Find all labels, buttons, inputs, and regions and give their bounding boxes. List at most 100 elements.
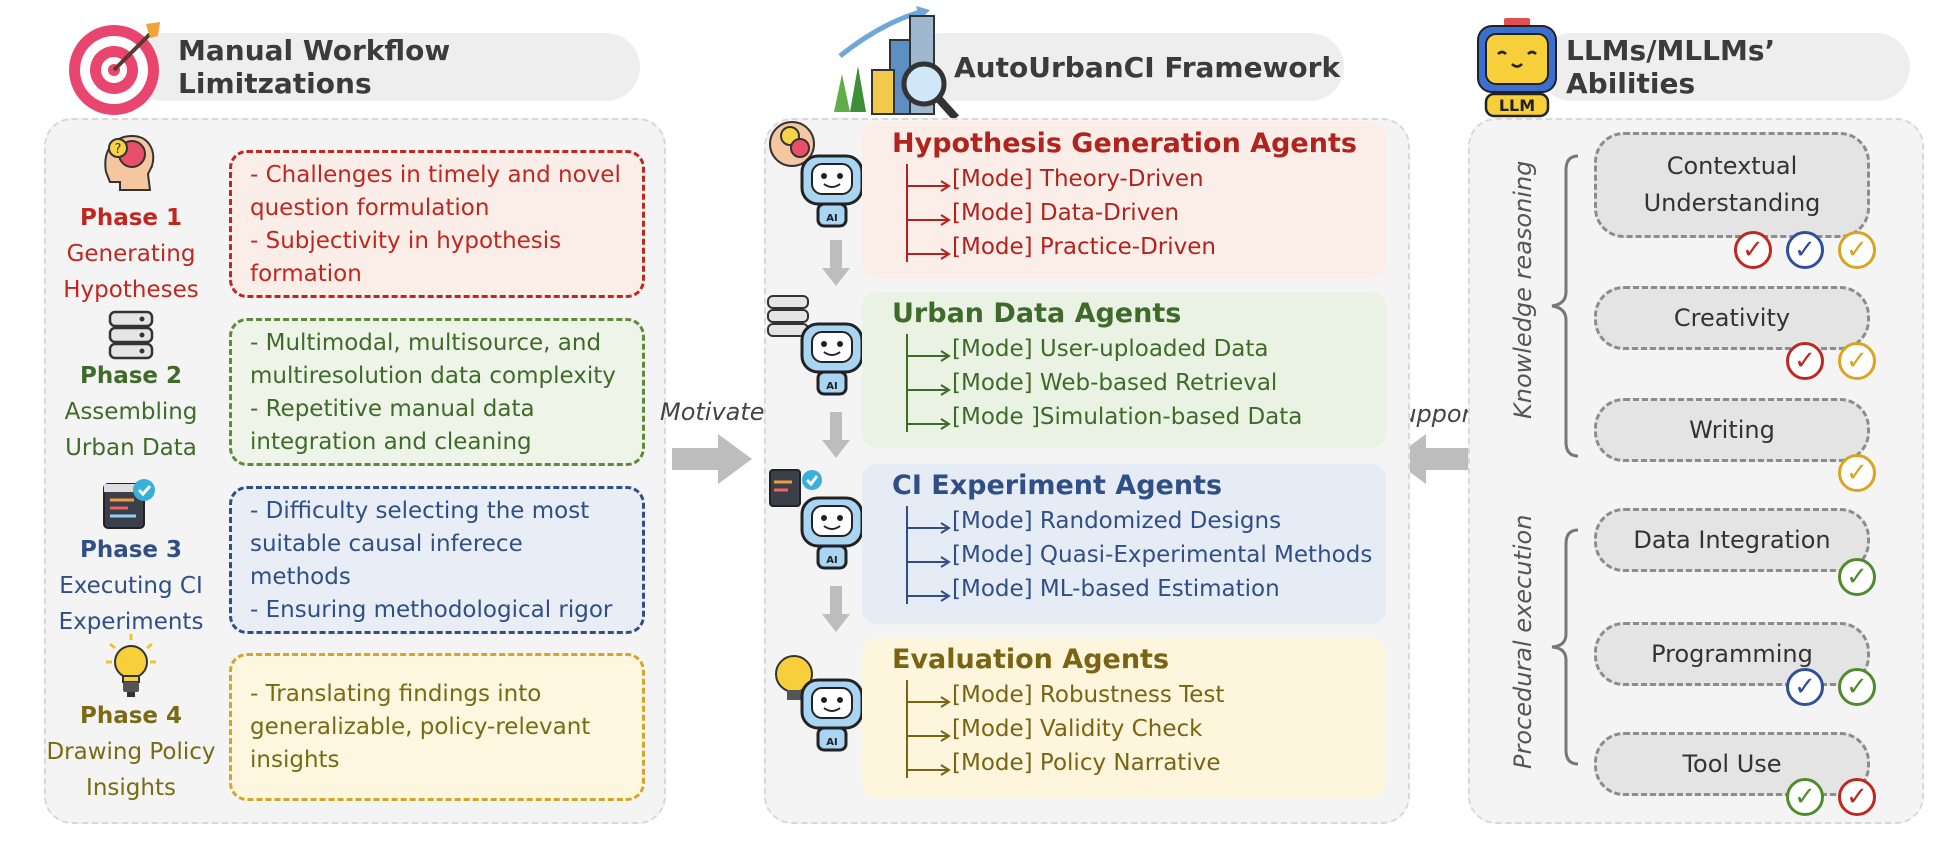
phase4-title: Phase 4 Drawing Policy Insights	[31, 698, 231, 806]
ability-tool-use: Tool Use	[1594, 732, 1870, 796]
svg-text:?: ?	[115, 142, 122, 157]
robot-code-icon: AI	[769, 469, 864, 570]
ability-label: Creativity	[1673, 303, 1791, 332]
left-header: Manual Workflow Limitzations	[130, 33, 640, 101]
phase3-issue-line: - Difficulty selecting the most	[250, 498, 590, 524]
ability-label: Writing	[1689, 415, 1775, 444]
code-window-icon	[103, 479, 155, 529]
brace	[1551, 528, 1579, 766]
mode-item: [Mode] Web-based Retrieval	[952, 370, 1278, 396]
agent-title: Urban Data Agents	[892, 298, 1182, 329]
mode-item: [Mode] Theory-Driven	[952, 166, 1204, 192]
svg-text:AI: AI	[826, 213, 837, 224]
llm-logo-text: LLM	[1498, 96, 1536, 115]
target-icon	[69, 22, 160, 115]
middle-header-title: AutoUrbanCI Framework	[954, 50, 1341, 84]
agent-title: Evaluation Agents	[892, 644, 1170, 675]
phase4-issues: - Translating findings into generalizabl…	[229, 653, 645, 801]
check-icon: ✓	[1838, 231, 1876, 269]
phase4-issue-line: generalizable, policy-relevant	[250, 714, 591, 740]
phase2-issue-line: - Multimodal, multisource, and	[250, 330, 602, 356]
head-idea-icon: ?	[104, 134, 155, 191]
mode-item: [Mode] User-uploaded Data	[952, 336, 1269, 362]
ability-programming: Programming	[1594, 622, 1870, 686]
check-icon: ✓	[1838, 668, 1876, 706]
phase4-line2: Insights	[86, 775, 176, 801]
phase1-issue-line: - Subjectivity in hypothesis	[250, 228, 562, 254]
phase3-issue-line: suitable causal inferece	[250, 531, 523, 557]
robot-lightbulb-icon: AI	[775, 655, 864, 752]
right-header-title: LLMs/MLLMs’ Abilities	[1566, 34, 1776, 100]
agent-box-evaluation: Evaluation Agents [Mode] Robustness Test…	[862, 638, 1386, 798]
phase4-line1: Drawing Policy	[46, 739, 216, 765]
ability-data-integration: Data Integration	[1594, 508, 1870, 572]
phase3-num: Phase 3	[79, 537, 183, 563]
check-icon: ✓	[1838, 778, 1876, 816]
check-icon: ✓	[1734, 231, 1772, 269]
agent-box-hypothesis: Hypothesis Generation Agents [Mode] Theo…	[862, 122, 1386, 278]
phase2-line1: Assembling	[64, 399, 198, 425]
phase1-issue-line: - Challenges in timely and novel	[250, 162, 621, 188]
phase1-line2: Hypotheses	[63, 277, 199, 303]
ability-label: Data Integration	[1633, 525, 1831, 554]
down-arrow	[822, 412, 850, 458]
phase2-line2: Urban Data	[65, 435, 197, 461]
svg-text:AI: AI	[826, 381, 837, 392]
motivate-label: Motivate	[660, 398, 765, 426]
ability-label: Tool Use	[1682, 749, 1782, 778]
motivate-arrow	[672, 434, 752, 484]
phase1-title: Phase 1 Generating Hypotheses	[31, 200, 231, 308]
group-label-procedural-execution: Procedural execution	[1509, 514, 1537, 769]
lightbulb-icon	[106, 634, 156, 697]
phase4-issue-line: - Translating findings into	[250, 681, 542, 707]
check-icon: ✓	[1838, 454, 1876, 492]
phase2-issue-line: integration and cleaning	[250, 429, 532, 455]
phase4-issue-line: insights	[250, 747, 340, 773]
down-arrow	[822, 586, 850, 632]
mode-item: [Mode] Practice-Driven	[952, 234, 1216, 260]
phase3-issues: - Difficulty selecting the most suitable…	[229, 486, 645, 634]
ability-label: Programming	[1651, 639, 1813, 668]
phase3-line2: Experiments	[58, 609, 204, 635]
city-search-icon	[834, 6, 959, 121]
mode-item: [Mode] Robustness Test	[952, 682, 1225, 708]
mode-item: [Mode] Validity Check	[952, 716, 1203, 742]
brace	[1551, 154, 1579, 458]
ability-label: Understanding	[1643, 189, 1821, 217]
agent-title: Hypothesis Generation Agents	[892, 128, 1357, 159]
agent-box-urban-data: Urban Data Agents [Mode] User-uploaded D…	[862, 292, 1386, 448]
tree-connector	[906, 506, 951, 604]
check-icon: ✓	[1838, 558, 1876, 596]
mode-item: [Mode] Randomized Designs	[952, 508, 1282, 534]
ability-writing: Writing	[1594, 398, 1870, 462]
phase2-issues: - Multimodal, multisource, and multireso…	[229, 318, 645, 466]
phase1-issue-line: formation	[250, 261, 362, 287]
phase3-issue-line: methods	[250, 564, 351, 590]
mode-item: [Mode] Data-Driven	[952, 200, 1180, 226]
phase3-line1: Executing CI	[59, 573, 203, 599]
agent-box-ci-experiment: CI Experiment Agents [Mode] Randomized D…	[862, 464, 1386, 624]
phase3-issue-line: - Ensuring methodological rigor	[250, 597, 613, 623]
robot-thinking-icon: AI	[769, 121, 864, 228]
phase1-line1: Generating	[66, 241, 196, 267]
mode-item: [Mode] ML-based Estimation	[952, 576, 1280, 602]
check-icon: ✓	[1786, 778, 1824, 816]
down-arrow	[822, 240, 850, 286]
mode-item: [Mode ]Simulation-based Data	[952, 404, 1303, 430]
phase1-num: Phase 1	[79, 205, 183, 231]
tree-connector	[906, 334, 951, 432]
phase3-title: Phase 3 Executing CI Experiments	[31, 532, 231, 640]
check-icon: ✓	[1786, 668, 1824, 706]
tree-connector	[906, 680, 951, 778]
tree-connector	[906, 164, 951, 262]
svg-text:AI: AI	[826, 555, 837, 566]
robot-database-icon: AI	[767, 295, 864, 396]
ability-label: Contextual	[1666, 152, 1798, 180]
support-arrow	[1392, 434, 1472, 484]
phase2-issue-line: multiresolution data complexity	[250, 363, 616, 389]
phase2-title: Phase 2 Assembling Urban Data	[31, 358, 231, 466]
mode-item: [Mode] Quasi-Experimental Methods	[952, 542, 1373, 568]
ability-creativity: Creativity	[1594, 286, 1870, 350]
phase2-issue-line: - Repetitive manual data	[250, 396, 535, 422]
